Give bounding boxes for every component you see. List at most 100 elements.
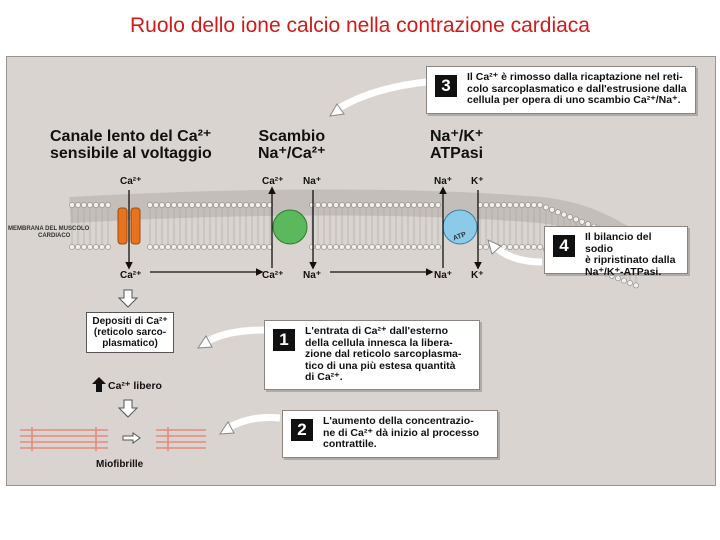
lipid-head	[519, 244, 525, 250]
note-3-line2: colo sarcoplasmatico e dall'estrusione d…	[467, 82, 687, 95]
lipid-head	[435, 244, 441, 250]
lipid-head	[345, 202, 351, 208]
lipid-head	[309, 202, 315, 208]
lipid-head	[375, 202, 381, 208]
lipid-head	[177, 202, 183, 208]
lipid-head	[309, 244, 315, 250]
ca-label-inside-exchanger: Ca²⁺	[262, 270, 284, 281]
channel-header-line2: sensibile al voltaggio	[50, 145, 212, 162]
lipid-head	[165, 244, 171, 250]
exchanger-header: Scambio Na⁺/Ca²⁺	[258, 128, 326, 162]
lipid-head	[537, 202, 543, 208]
lipid-head	[261, 202, 267, 208]
lipid-head	[495, 202, 501, 208]
note-1: 1 L'entrata di Ca²⁺ dall'esterno della c…	[264, 320, 480, 390]
lipid-head	[327, 244, 333, 250]
note-3: 3 Il Ca²⁺ è rimosso dalla ricaptazione n…	[426, 66, 696, 114]
lipid-head	[351, 202, 357, 208]
lipid-head	[171, 202, 177, 208]
lipid-head	[483, 244, 489, 250]
lipid-head	[633, 282, 639, 289]
lipid-head	[573, 216, 579, 223]
lipid-head	[195, 244, 201, 250]
lipid-head	[345, 244, 351, 250]
lipid-head	[411, 202, 417, 208]
lipid-head	[561, 211, 567, 218]
lipid-head	[387, 202, 393, 208]
note-2-text: L'aumento della concentrazio- ne di Ca²⁺…	[323, 415, 491, 451]
note-3-number: 3	[435, 75, 457, 97]
myofibril-arrow	[122, 432, 141, 444]
lipid-head	[363, 202, 369, 208]
lipid-head	[189, 244, 195, 250]
na-label-outside-exchanger: Na⁺	[303, 176, 322, 187]
lipid-head	[507, 244, 513, 250]
na-ca-exchanger	[272, 209, 308, 245]
lipid-head	[411, 244, 417, 250]
ca-label-outside-exchanger: Ca²⁺	[262, 176, 284, 187]
lipid-head	[537, 244, 543, 250]
lipid-head	[75, 202, 81, 208]
exchanger-header-line2: Na⁺/Ca²⁺	[258, 145, 326, 162]
lipid-head	[627, 280, 633, 286]
lipid-head	[189, 202, 195, 208]
lipid-head	[327, 202, 333, 208]
lipid-head	[381, 244, 387, 250]
note-4-text: Il bilancio del sodio è ripristinato dal…	[585, 231, 681, 278]
lipid-head	[93, 244, 99, 250]
lipid-head	[231, 202, 237, 208]
note-3-line1: Il Ca²⁺ è rimosso dalla ricaptazione nel…	[467, 71, 683, 83]
lipid-head	[489, 202, 495, 208]
lipid-head	[315, 244, 321, 250]
flow-arrow-2	[117, 399, 139, 418]
calcium-channel-left	[117, 207, 128, 245]
lipid-head	[399, 202, 405, 208]
lipid-head	[417, 244, 423, 250]
lipid-head	[393, 202, 399, 208]
lipid-head	[525, 244, 531, 250]
lipid-head	[483, 202, 489, 208]
lipid-head	[363, 244, 369, 250]
lipid-head	[549, 206, 555, 213]
lipid-head	[369, 244, 375, 250]
lipid-head	[213, 202, 219, 208]
lipid-head	[621, 277, 627, 284]
na-label-inside-exchanger: Na⁺	[303, 270, 322, 281]
lipid-head	[351, 244, 357, 250]
lipid-head	[201, 202, 207, 208]
lipid-head	[369, 202, 375, 208]
lipid-head	[321, 202, 327, 208]
membrane-label-line2: CARDIACO	[38, 233, 71, 239]
membrane-label: MEMBRANA DEL MUSCOLO CARDIACO	[8, 226, 89, 240]
note-4-line2: è ripristinato dalla	[585, 254, 676, 266]
free-ca-up-arrow	[92, 377, 106, 392]
note3-pointer	[334, 78, 427, 113]
myofibril-right	[156, 427, 206, 451]
lipid-head	[249, 202, 255, 208]
note-3-text: Il Ca²⁺ è rimosso dalla ricaptazione nel…	[467, 71, 689, 107]
lipid-head	[207, 202, 213, 208]
lipid-head	[357, 244, 363, 250]
lipid-head	[225, 244, 231, 250]
channel-header: Canale lento del Ca²⁺ sensibile al volta…	[50, 128, 212, 162]
lipid-head	[207, 244, 213, 250]
lipid-head	[315, 202, 321, 208]
ca-label-inside-channel: Ca²⁺	[120, 270, 142, 281]
lipid-head	[357, 202, 363, 208]
note-1-line4: tico di una più estesa quantità	[305, 359, 456, 372]
lipid-head	[249, 244, 255, 250]
lipid-head	[81, 202, 87, 208]
lipid-head	[177, 244, 183, 250]
lipid-head	[99, 202, 105, 208]
lipid-head	[429, 202, 435, 208]
lipid-head	[429, 244, 435, 250]
lipid-head	[219, 202, 225, 208]
myofibril-left	[20, 427, 108, 451]
lipid-head	[225, 202, 231, 208]
lipid-head	[333, 202, 339, 208]
note-4: 4 Il bilancio del sodio è ripristinato d…	[544, 226, 688, 277]
lipid-head	[69, 202, 75, 208]
na-label-outside-atpase: Na⁺	[434, 176, 453, 187]
lipid-head	[501, 202, 507, 208]
lipid-head	[525, 202, 531, 208]
